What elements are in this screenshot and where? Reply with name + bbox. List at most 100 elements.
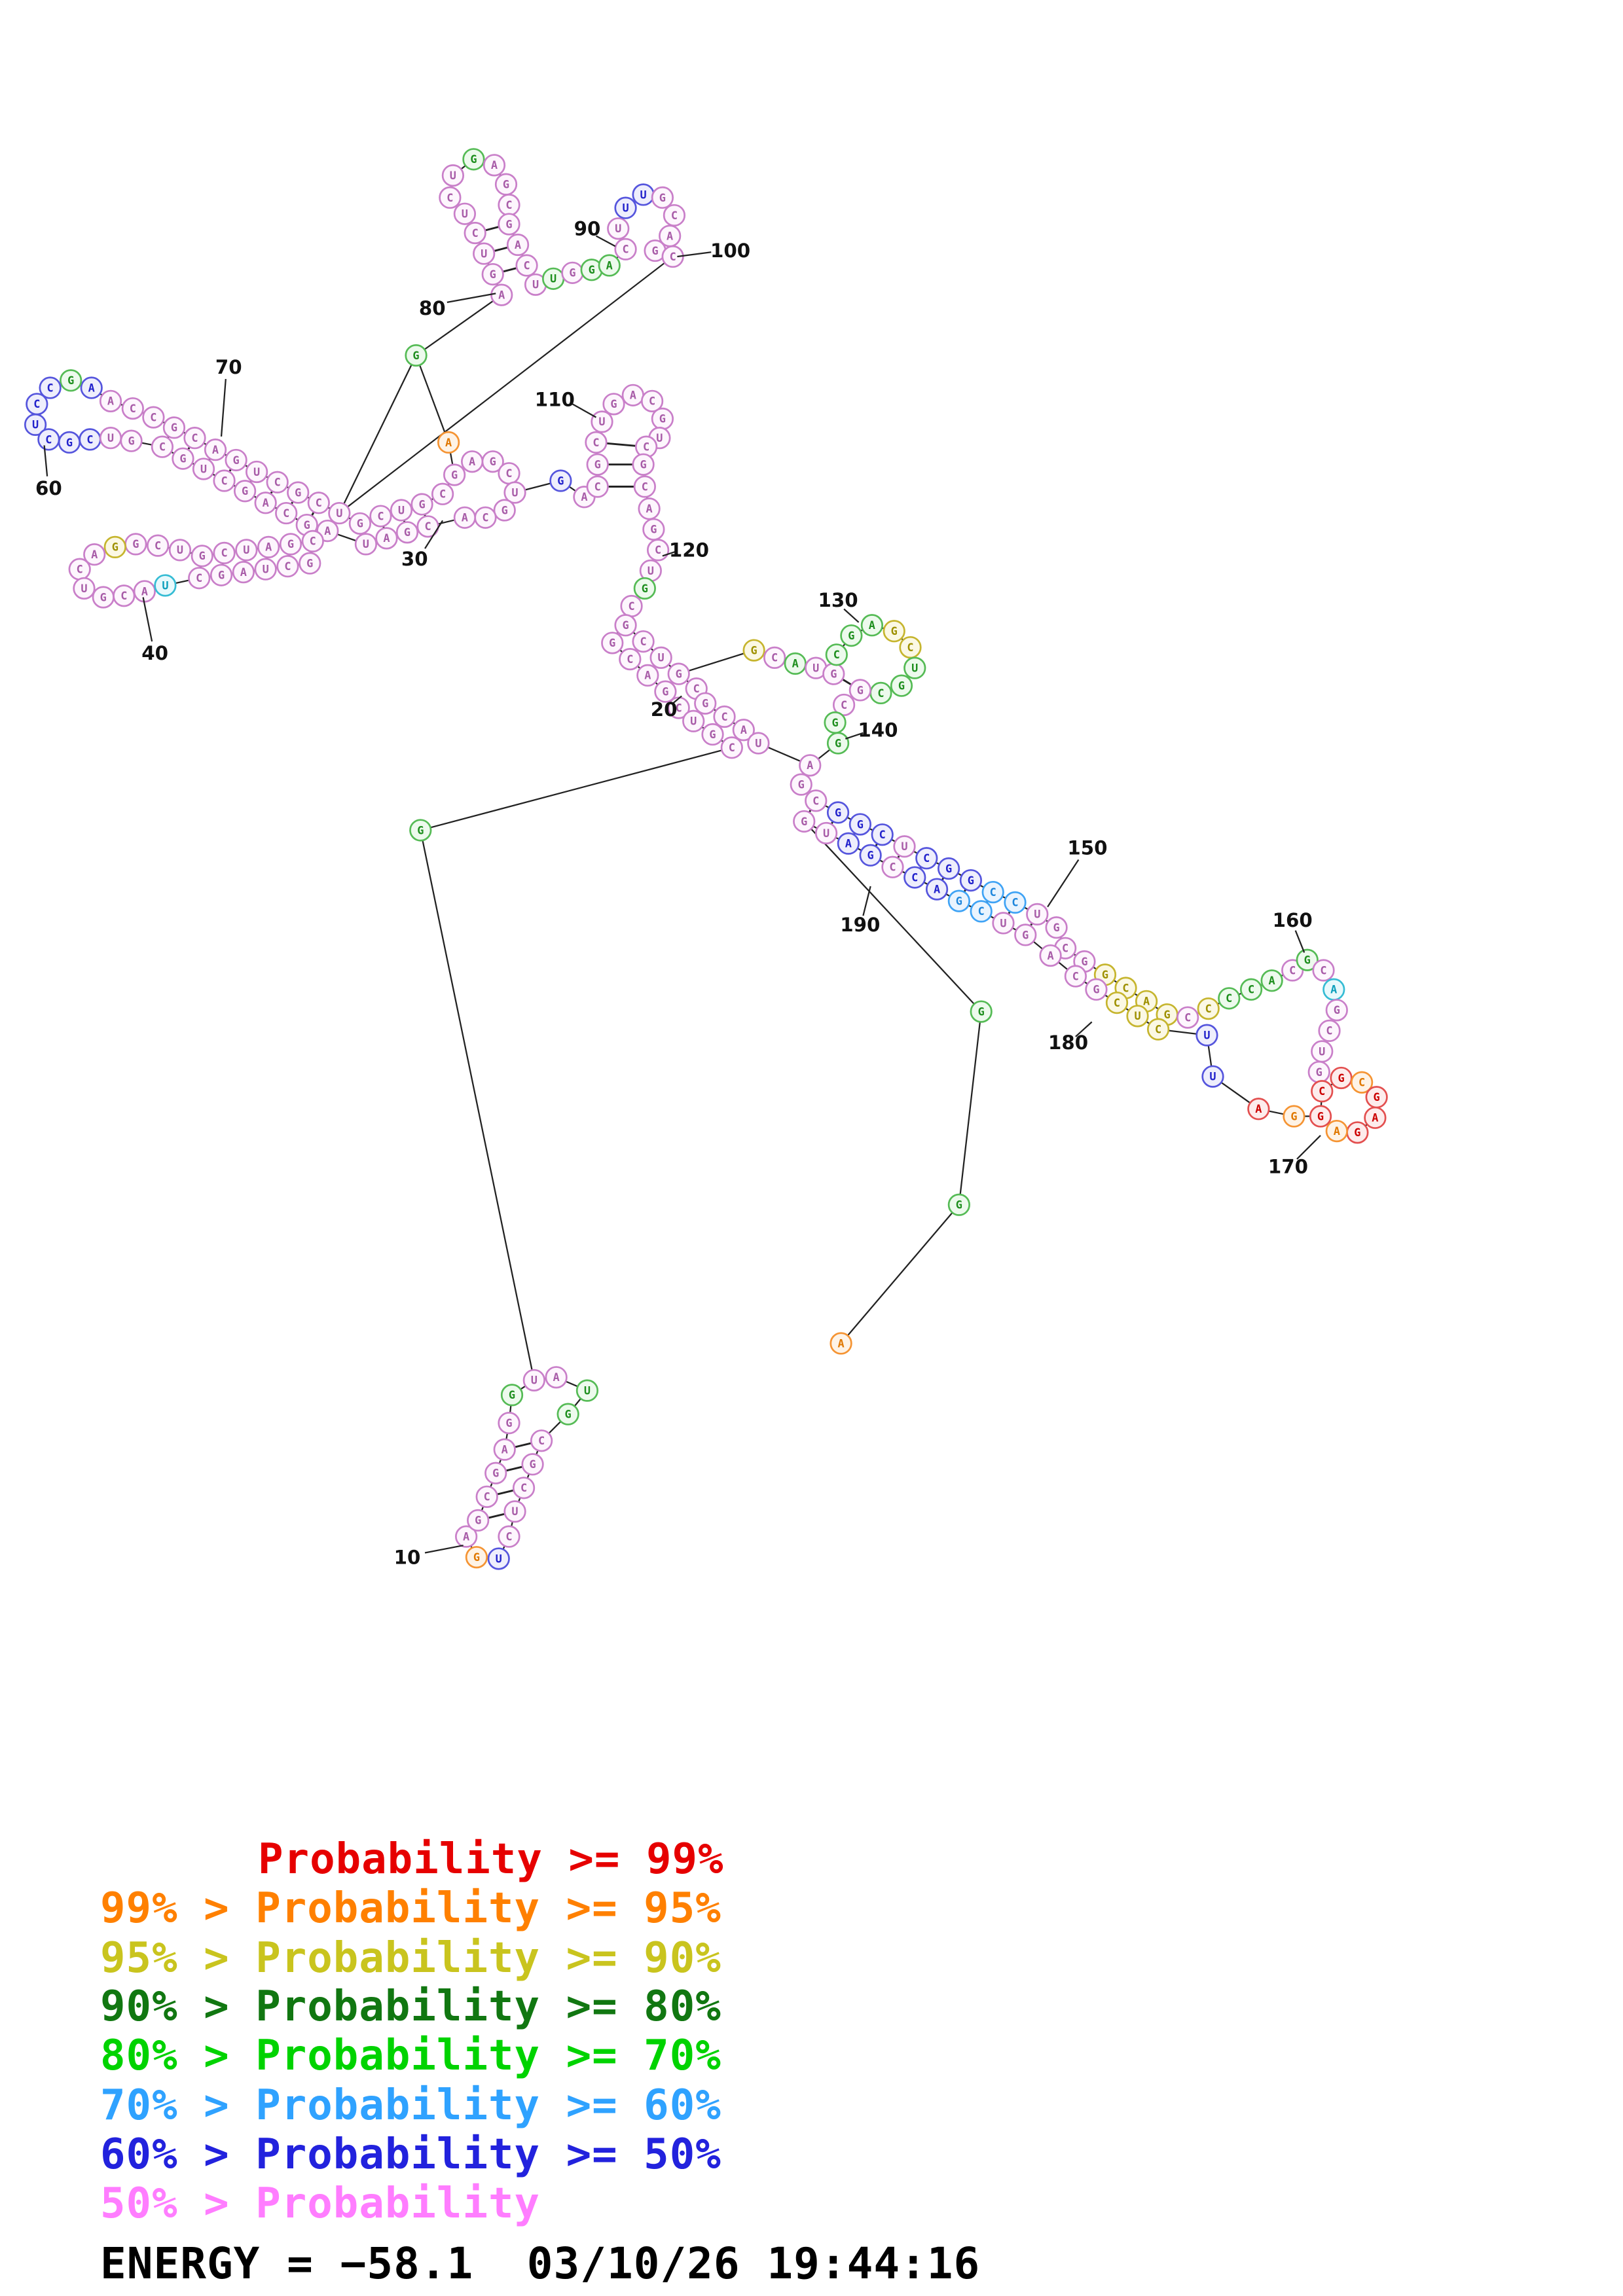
nucleotide-letter: C <box>1122 981 1129 994</box>
nucleotide-circle <box>947 1193 970 1216</box>
nucleotide-letter: C <box>150 410 156 423</box>
nucleotide-letter: G <box>1290 1109 1297 1122</box>
nucleotide-circle <box>848 813 871 836</box>
nucleotide-G: G <box>701 723 724 746</box>
nucleotide-letter: G <box>475 1514 481 1527</box>
nucleotide-letter: G <box>1081 955 1087 968</box>
nucleotide-letter: G <box>609 636 615 649</box>
nucleotide-G: G <box>1325 999 1348 1022</box>
nucleotide-letter: C <box>520 1481 527 1494</box>
nucleotide-C: C <box>1064 965 1087 988</box>
nucleotide-letter: U <box>532 278 539 291</box>
nucleotide-letter: C <box>889 861 896 874</box>
nucleotide-circle <box>103 535 126 559</box>
nucleotide-circle <box>503 1500 526 1523</box>
nucleotide-C: C <box>614 238 637 260</box>
nucleotide-letter: C <box>33 397 40 410</box>
nucleotide-C: C <box>275 501 298 525</box>
nucleotide-C: C <box>79 428 101 451</box>
nucleotide-letter: G <box>956 1198 962 1211</box>
label-tick <box>1047 859 1080 908</box>
nucleotide-letter: C <box>670 250 676 263</box>
nucleotide-letter: C <box>447 191 453 204</box>
nucleotide-letter: A <box>1255 1102 1262 1115</box>
nucleotide-circle <box>1176 1006 1199 1029</box>
nucleotide-circle <box>410 493 433 516</box>
label-tick <box>843 608 860 623</box>
nucleotide-letter: C <box>1072 969 1079 982</box>
label-tick <box>595 235 616 247</box>
nucleotide-circle <box>663 204 686 227</box>
nucleotide-letter: C <box>77 563 83 576</box>
nucleotide-circle <box>883 620 905 643</box>
nucleotide-letter: C <box>538 1434 545 1447</box>
nucleotide-U: U <box>154 574 177 597</box>
nucleotide-G: G <box>210 564 233 586</box>
nucleotide-G: G <box>614 614 637 637</box>
nucleotide-letter: G <box>956 894 962 907</box>
position-label: 120 <box>669 539 709 562</box>
nucleotide-circle <box>893 835 916 858</box>
nucleotide-C: C <box>498 194 520 217</box>
nucleotide-circle <box>369 505 392 528</box>
nucleotide-circle <box>601 632 624 655</box>
nucleotide-circle <box>183 427 206 450</box>
nucleotide-C: C <box>474 506 497 529</box>
nucleotide-circle <box>279 533 302 556</box>
nucleotide-G: G <box>287 481 310 504</box>
nucleotide-letter: G <box>1317 1109 1324 1122</box>
nucleotide-A: A <box>1039 944 1062 967</box>
nucleotide-G: G <box>1014 924 1037 946</box>
nucleotide-letter: G <box>594 458 601 471</box>
nucleotide-C: C <box>1105 991 1129 1014</box>
label-tick <box>845 732 864 740</box>
nucleotide-G: G <box>233 480 257 503</box>
nucleotide-letter: C <box>284 560 291 573</box>
nucleotide-letter: U <box>496 1552 502 1565</box>
nucleotide-circle <box>619 647 642 671</box>
nucleotide-letter: G <box>857 683 864 696</box>
nucleotide-letter: U <box>1134 1009 1140 1022</box>
nucleotide-circle <box>549 469 572 492</box>
nucleotide-letter: G <box>1093 983 1099 996</box>
nucleotide-letter: A <box>107 395 114 408</box>
nucleotide-letter: G <box>1374 1090 1380 1103</box>
nucleotide-letter: U <box>640 188 646 201</box>
nucleotide-circle <box>903 656 926 679</box>
nucleotide-A: A <box>83 543 106 566</box>
nucleotide-G: G <box>840 624 863 647</box>
nucleotide-letter: C <box>978 905 985 918</box>
backbone-link <box>338 256 674 514</box>
nucleotide-circle <box>602 393 625 416</box>
nucleotide-letter: G <box>501 503 508 516</box>
nucleotide-A: A <box>545 1366 568 1389</box>
nucleotide-circle <box>937 857 960 880</box>
nucleotide-letter: G <box>751 643 757 656</box>
nucleotide-C: C <box>512 1477 536 1499</box>
nucleotide-G: G <box>602 393 625 416</box>
nucleotide-C: C <box>266 471 289 493</box>
nucleotide-letter: C <box>729 741 735 754</box>
nucleotide-U: U <box>747 732 770 755</box>
nucleotide-A: A <box>254 492 277 514</box>
nucleotide-circle <box>742 639 765 662</box>
nucleotide-G: G <box>586 453 609 476</box>
nucleotide-circle <box>484 1462 507 1484</box>
nucleotide-circle <box>694 692 717 715</box>
nucleotide-letter: U <box>658 651 665 664</box>
nucleotide-letter: C <box>155 539 161 552</box>
nucleotide-G: G <box>848 813 871 836</box>
nucleotide-letter: G <box>492 1467 499 1480</box>
nucleotide-C: C <box>1312 959 1335 982</box>
energy-text: ENERGY = −58.1 03/10/26 19:44:16 <box>100 2238 981 2289</box>
nucleotide-letter: C <box>1114 996 1120 1009</box>
nucleotide-circle <box>483 154 506 177</box>
nucleotide-circle <box>805 789 828 812</box>
nucleotide-circle <box>287 481 310 504</box>
nucleotide-letter: G <box>835 806 841 819</box>
nucleotide-letter: G <box>891 624 898 637</box>
nucleotide-circle <box>1039 944 1062 967</box>
nucleotide-letter: U <box>1319 1045 1325 1058</box>
nucleotide-letter: C <box>424 520 431 533</box>
nucleotide-letter: C <box>505 198 512 211</box>
